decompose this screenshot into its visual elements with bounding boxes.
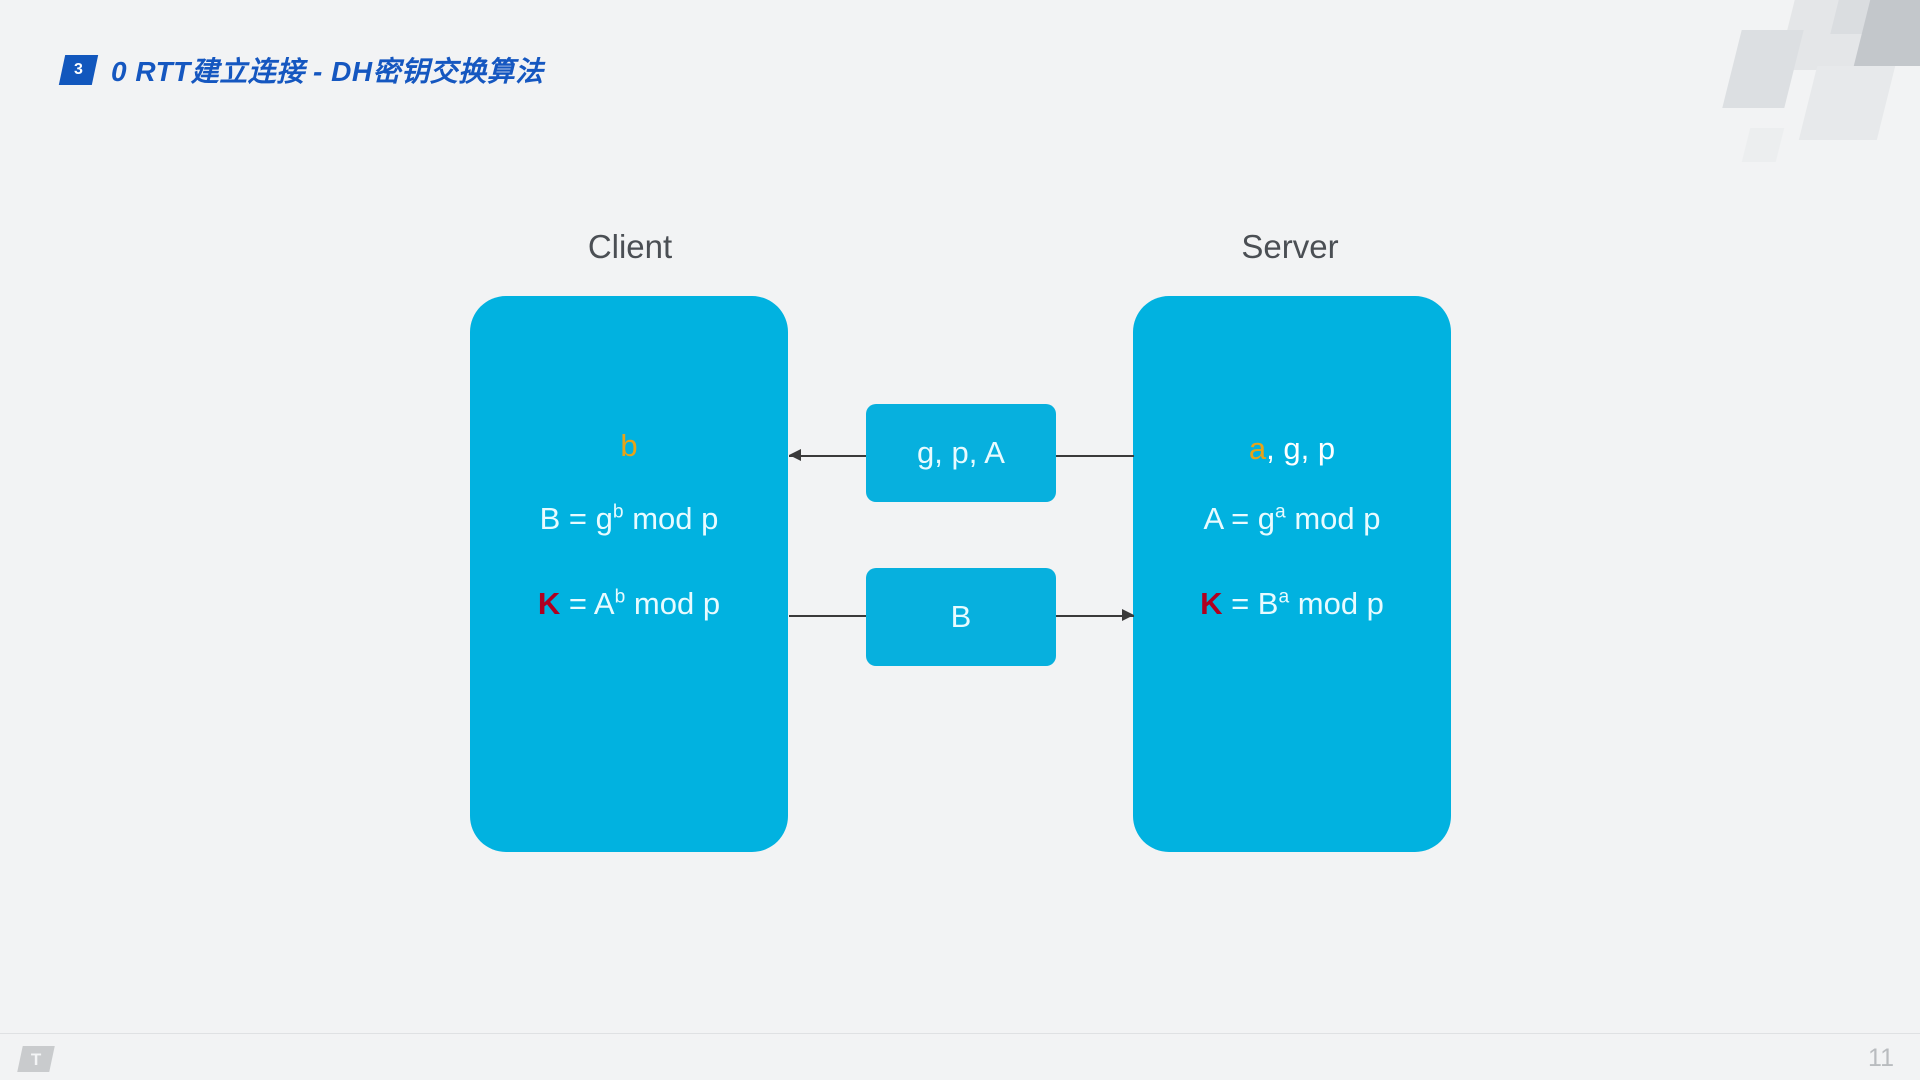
client-public-formula-base: B = g xyxy=(539,501,613,536)
brand-logo-icon: T xyxy=(17,1046,55,1072)
client-shared-key-base: = A xyxy=(560,586,615,621)
connector-server-to-client-left xyxy=(789,455,867,457)
server-public-formula-tail: mod p xyxy=(1285,501,1381,536)
server-secret-value: a xyxy=(1248,431,1267,466)
client-public-formula-exponent: b xyxy=(612,501,624,523)
message-box-server-to-client: g, p, A xyxy=(866,404,1056,502)
server-box: a, g, p A = ga mod p K = Ba mod p xyxy=(1133,296,1451,852)
server-secret-suffix: , g, p xyxy=(1266,431,1336,466)
server-shared-key-exponent: a xyxy=(1278,586,1290,608)
footer-divider xyxy=(0,1033,1920,1034)
server-secret-line: a, g, p xyxy=(1249,433,1335,464)
server-shared-key-formula: K = Ba mod p xyxy=(1200,588,1384,619)
server-shared-key-tail: mod p xyxy=(1289,586,1384,621)
connector-server-to-client-right xyxy=(1056,455,1134,457)
client-column-label: Client xyxy=(587,228,673,265)
server-column-label: Server xyxy=(1241,228,1339,265)
client-shared-key-exponent: b xyxy=(614,586,626,608)
server-public-formula: A = ga mod p xyxy=(1203,503,1380,534)
client-box: b B = gb mod p K = Ab mod p xyxy=(470,296,788,852)
connector-client-to-server-right xyxy=(1056,615,1134,617)
server-public-formula-exponent: a xyxy=(1275,501,1286,523)
client-public-formula-tail: mod p xyxy=(623,501,719,536)
client-secret-value: b xyxy=(620,428,638,463)
client-shared-key-formula: K = Ab mod p xyxy=(538,588,720,619)
slide-header: 3 0 RTT建立连接 - DH密钥交换算法 xyxy=(58,50,544,90)
message-box-client-to-server: B xyxy=(866,568,1056,666)
brand-logo-glyph: T xyxy=(30,1049,42,1069)
arrow-head-left-icon xyxy=(789,449,801,461)
client-shared-key-tail: mod p xyxy=(625,586,721,621)
arrow-head-right-icon xyxy=(1122,609,1134,621)
server-public-formula-base: A = g xyxy=(1203,501,1276,536)
connector-client-to-server-left xyxy=(789,615,867,617)
client-shared-key-symbol: K xyxy=(537,586,561,621)
server-shared-key-base: = B xyxy=(1222,586,1279,621)
client-secret-line: b xyxy=(620,430,637,461)
page-number: 11 xyxy=(1868,1044,1894,1072)
client-public-formula: B = gb mod p xyxy=(540,503,719,534)
server-shared-key-symbol: K xyxy=(1200,586,1223,621)
page-title: 0 RTT建立连接 - DH密钥交换算法 xyxy=(111,56,544,87)
